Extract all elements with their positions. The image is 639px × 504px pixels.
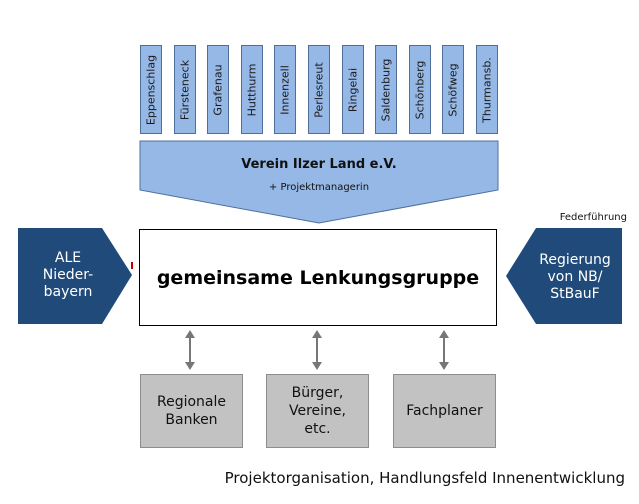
- regierung-line: Regierung: [539, 252, 611, 268]
- municipality-box: Grafenau: [207, 45, 229, 134]
- municipality-box: Perlesreut: [308, 45, 330, 134]
- municipality-box: Innenzell: [274, 45, 296, 134]
- municipality-label: Grafenau: [211, 63, 225, 116]
- municipality-label: Thurmansb.: [480, 56, 494, 123]
- municipality-label: Innenzell: [278, 64, 292, 115]
- municipality-box: Saldenburg: [375, 45, 397, 134]
- regierung-shape: [506, 228, 622, 324]
- municipality-box: Hutthurm: [241, 45, 263, 134]
- lenkungsgruppe-box: gemeinsame Lenkungsgruppe: [139, 229, 497, 326]
- municipality-box: Schönberg: [409, 45, 431, 134]
- verein-title: Verein Ilzer Land e.V.: [241, 157, 397, 172]
- municipality-label: Ringelai: [346, 67, 360, 112]
- municipality-label: Schönberg: [413, 60, 427, 119]
- municipality-box: Ringelai: [342, 45, 364, 134]
- municipality-box: Thurmansb.: [476, 45, 498, 134]
- municipality-box: Fürsteneck: [174, 45, 196, 134]
- regierung-line: von NB/: [547, 269, 603, 285]
- ale-label: ALE Nieder- bayern: [20, 250, 116, 301]
- federfuehrung-note: Federführung: [559, 212, 627, 223]
- caption: Projektorganisation, Handlungsfeld Innen…: [224, 469, 625, 487]
- small-mark: [131, 262, 133, 269]
- municipality-label: Hutthurm: [245, 63, 259, 116]
- verein-shape: [139, 140, 499, 224]
- regierung-label: Regierung von NB/ StBauF: [526, 252, 624, 303]
- municipality-label: Perlesreut: [312, 61, 326, 118]
- municipality-label: Eppenschlag: [144, 54, 158, 125]
- connector-arrows: [185, 330, 449, 370]
- municipality-box: Schöfweg: [442, 45, 464, 134]
- partner-box-buerger: Bürger, Vereine, etc.: [266, 374, 369, 448]
- municipality-label: Fürsteneck: [178, 59, 192, 120]
- municipality-label: Saldenburg: [379, 58, 393, 121]
- municipality-box: Eppenschlag: [140, 45, 162, 134]
- regierung-line: StBauF: [550, 286, 600, 302]
- lenkungsgruppe-label: gemeinsame Lenkungsgruppe: [156, 266, 480, 289]
- verein-subtitle: + Projektmanagerin: [268, 182, 370, 193]
- partner-box-fachplaner: Fachplaner: [393, 374, 496, 448]
- municipality-label: Schöfweg: [446, 62, 460, 117]
- ale-line: Nieder-: [42, 267, 94, 283]
- ale-line: ALE: [54, 250, 82, 266]
- partner-box-banken: Regionale Banken: [140, 374, 243, 448]
- ale-shape: [18, 228, 132, 324]
- ale-line: bayern: [43, 284, 93, 300]
